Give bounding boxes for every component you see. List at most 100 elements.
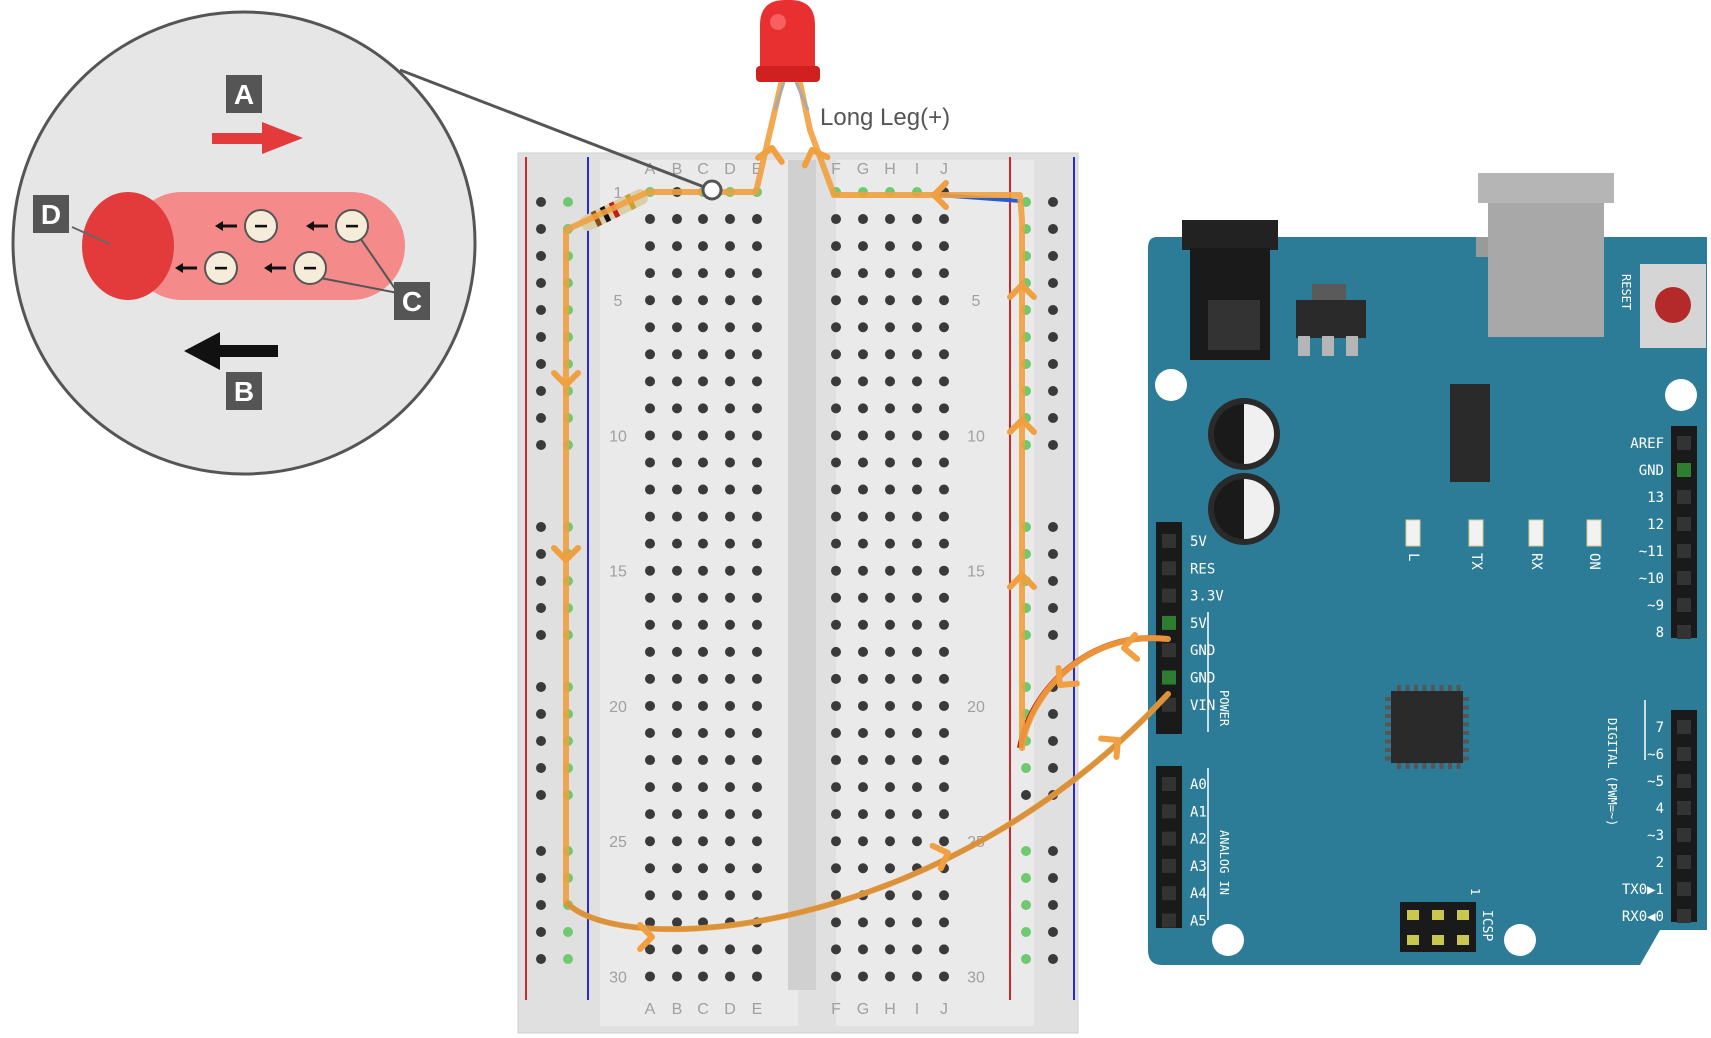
breadboard-hole — [698, 295, 708, 305]
breadboard-hole — [885, 268, 895, 278]
breadboard-hole — [698, 890, 708, 900]
digital-pin — [1677, 436, 1691, 450]
mcu-pin — [1448, 763, 1452, 769]
breadboard-hole — [672, 620, 682, 630]
icsp-pin — [1457, 910, 1469, 920]
breadboard-hole — [698, 944, 708, 954]
breadboard-hole — [752, 485, 762, 495]
electron-sign: − — [345, 213, 359, 240]
digital-pin — [1677, 774, 1691, 788]
column-marker-bottom: E — [752, 1001, 763, 1018]
breadboard-hole — [725, 349, 735, 359]
breadboard-hole — [698, 701, 708, 711]
breadboard-hole — [752, 241, 762, 251]
analog-pin — [1162, 914, 1176, 928]
breadboard-hole — [645, 593, 655, 603]
status-led — [1406, 520, 1420, 546]
breadboard-hole — [752, 566, 762, 576]
breadboard-hole — [645, 322, 655, 332]
column-marker-top: G — [857, 161, 869, 178]
breadboard-hole — [831, 430, 841, 440]
breadboard-hole — [885, 512, 895, 522]
mount-hole — [1504, 924, 1536, 956]
breadboard-hole — [645, 403, 655, 413]
breadboard-hole — [725, 674, 735, 684]
rail-hole — [536, 305, 546, 315]
breadboard-hole — [858, 728, 868, 738]
breadboard-hole — [752, 809, 762, 819]
breadboard-hole — [645, 701, 655, 711]
breadboard-hole — [698, 349, 708, 359]
rail-hole — [536, 197, 546, 207]
breadboard-hole — [725, 620, 735, 630]
breadboard-hole — [672, 971, 682, 981]
digital-pin-label: RX0◀0 — [1622, 909, 1664, 925]
breadboard-hole — [858, 701, 868, 711]
breadboard-hole — [752, 971, 762, 981]
rail-hole — [1021, 873, 1031, 883]
breadboard-hole — [645, 241, 655, 251]
breadboard-hole — [672, 728, 682, 738]
breadboard-hole — [725, 836, 735, 846]
digital-pin — [1677, 544, 1691, 558]
breadboard-hole — [725, 863, 735, 873]
analog-pin-label: A4 — [1190, 886, 1207, 902]
breadboard-hole — [672, 214, 682, 224]
analog-pin-label: A0 — [1190, 777, 1207, 793]
mcu-pin — [1463, 697, 1469, 701]
breadboard-hole — [725, 322, 735, 332]
breadboard-hole — [885, 539, 895, 549]
rail-hole — [1048, 736, 1058, 746]
breadboard-hole — [858, 241, 868, 251]
breadboard-hole — [725, 539, 735, 549]
mcu-pin — [1423, 763, 1427, 769]
breadboard-hole — [858, 944, 868, 954]
breadboard-hole — [939, 376, 949, 386]
digital-pin — [1677, 720, 1691, 734]
rail-hole — [1048, 630, 1058, 640]
breadboard-hole — [672, 674, 682, 684]
breadboard-hole — [752, 403, 762, 413]
mcu-pin — [1463, 740, 1469, 744]
icsp-pin — [1457, 935, 1469, 945]
breadboard-hole — [752, 458, 762, 468]
rail-hole — [536, 954, 546, 964]
breadboard-hole — [752, 295, 762, 305]
breadboard-hole — [939, 728, 949, 738]
breadboard-hole — [939, 890, 949, 900]
breadboard-hole — [885, 863, 895, 873]
breadboard-hole — [939, 349, 949, 359]
breadboard-hole — [672, 458, 682, 468]
breadboard-hole — [858, 674, 868, 684]
row-marker-left: 5 — [614, 293, 623, 310]
column-marker-bottom: C — [697, 1001, 709, 1018]
mcu-pin — [1463, 731, 1469, 735]
breadboard-hole — [831, 755, 841, 765]
column-marker-top: J — [940, 161, 948, 178]
rail-hole — [536, 846, 546, 856]
mcu-pin — [1397, 685, 1401, 691]
breadboard-hole — [939, 214, 949, 224]
breadboard-hole — [939, 593, 949, 603]
rail-hole — [536, 790, 546, 800]
power-pin-label: RES — [1190, 561, 1215, 577]
rail-hole — [1048, 251, 1058, 261]
rail-hole — [1048, 305, 1058, 315]
status-led — [1469, 520, 1483, 546]
breadboard-hole — [672, 782, 682, 792]
arduino-board: LTXRXON 5VRES3.3V5VGNDGNDVINA0A1A2A3A4A5… — [1148, 173, 1707, 965]
breadboard-hole — [698, 458, 708, 468]
breadboard-hole — [752, 268, 762, 278]
breadboard-hole — [885, 755, 895, 765]
breadboard-hole — [725, 512, 735, 522]
rail-hole — [1021, 954, 1031, 964]
column-marker-bottom: J — [940, 1001, 948, 1018]
status-led-label: RX — [1528, 553, 1544, 570]
analog-pin — [1162, 777, 1176, 791]
rail-hole — [1048, 603, 1058, 613]
label-b: B — [234, 376, 254, 407]
breadboard-hole — [672, 295, 682, 305]
breadboard-hole — [672, 485, 682, 495]
breadboard-hole — [672, 836, 682, 846]
rail-hole — [1048, 763, 1058, 773]
